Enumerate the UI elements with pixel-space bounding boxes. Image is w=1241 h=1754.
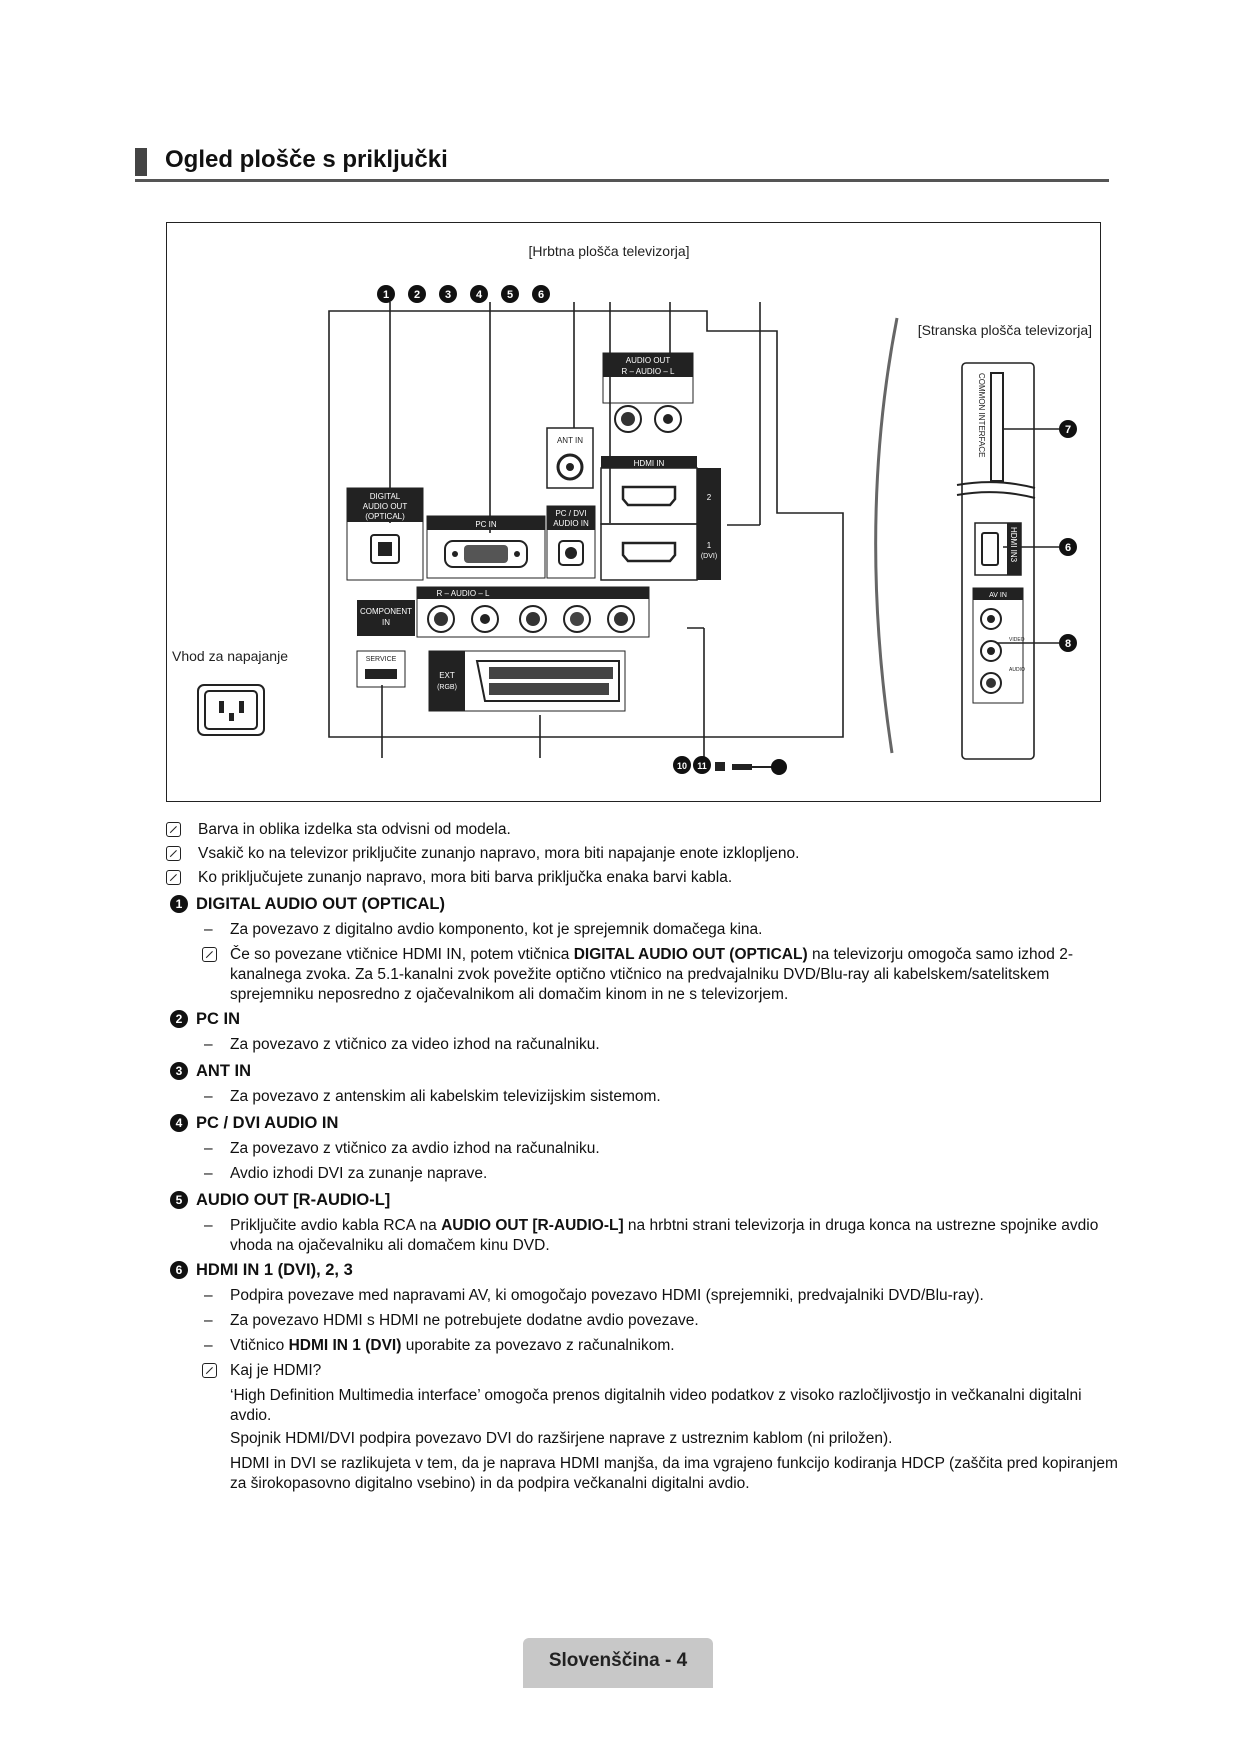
side-panel-outline	[961, 362, 1035, 760]
svg-text:(DVI): (DVI)	[701, 553, 717, 560]
rear-panel-caption: [Hrbtna plošča televizorja]	[528, 243, 689, 259]
svg-text:10: 10	[677, 761, 687, 771]
digital-audio-out-port: DIGITAL AUDIO OUT (OPTICAL)	[346, 487, 424, 581]
sub-note-item: Če so povezane vtičnice HDMI IN, potem v…	[160, 945, 1120, 1005]
svg-text:8: 8	[1065, 638, 1071, 650]
svg-text:VIDEO: VIDEO	[1009, 637, 1025, 643]
svg-text:AV IN: AV IN	[989, 592, 1007, 599]
paragraph: ‘High Definition Multimedia interface’ o…	[230, 1387, 1082, 1424]
pc-dvi-audio-in-port: PC / DVI AUDIO IN	[546, 505, 596, 579]
ext-rgb-scart-port: EXT (RGB)	[428, 650, 626, 712]
paragraph: Spojnik HDMI/DVI podpira povezavo DVI do…	[230, 1430, 893, 1447]
number-badge: 6	[170, 1261, 188, 1279]
section-heading-hdmi-in: 6 HDMI IN 1 (DVI), 2, 3	[160, 1260, 1120, 1282]
rear-panel-outline	[328, 310, 844, 738]
note-icon	[202, 947, 217, 962]
dash-item: –Podpira povezave med napravami AV, ki o…	[204, 1287, 984, 1304]
side-panel-caption: [Stranska plošča televizorja]	[918, 322, 1092, 338]
section-heading-digital-audio-out: 1 DIGITAL AUDIO OUT (OPTICAL)	[160, 894, 1120, 916]
dash-item: –Vtičnico HDMI IN 1 (DVI) uporabite za p…	[204, 1337, 675, 1354]
connection-panel-diagram: 1 2 3 4 5 6 [Hrbtna plošča televizorja] …	[166, 222, 1101, 802]
note-item: Ko priključujete zunanjo napravo, mora b…	[160, 868, 1120, 890]
panel-illustration: 1 2 3 4 5 6 [Hrbtna plošča televizorja] …	[172, 243, 1092, 775]
page-footer: Slovenščina - 4	[523, 1638, 713, 1688]
svg-text:R – AUDIO – L: R – AUDIO – L	[437, 589, 490, 598]
hdmi-in-ports: HDMI IN 2 1 (DVI)	[600, 456, 721, 581]
note-item: Barva in oblika izdelka sta odvisni od m…	[160, 820, 1120, 842]
note-item: Vsakič ko na televizor priključite zunan…	[160, 844, 1120, 866]
title-rule	[135, 179, 1109, 182]
notes-section: Barva in oblika izdelka sta odvisni od m…	[160, 820, 1120, 1497]
power-input-caption: Vhod za napajanje	[172, 648, 288, 664]
dash-item: –Priključite avdio kabla RCA na AUDIO OU…	[204, 1217, 1099, 1254]
dash-item: –Za povezavo HDMI s HDMI ne potrebujete …	[204, 1312, 699, 1329]
bottom-number-badges: 10 11	[673, 756, 787, 775]
svg-text:1: 1	[707, 541, 712, 550]
svg-text:EXT: EXT	[439, 671, 455, 680]
svg-text:6: 6	[1065, 542, 1071, 554]
number-badge: 4	[170, 1114, 188, 1132]
svg-text:4: 4	[476, 289, 483, 301]
svg-text:1: 1	[383, 289, 389, 301]
svg-text:6: 6	[538, 289, 544, 301]
svg-text:ANT IN: ANT IN	[557, 436, 583, 445]
svg-text:SERVICE: SERVICE	[366, 656, 397, 663]
number-badge: 5	[170, 1191, 188, 1209]
number-badge: 2	[170, 1010, 188, 1028]
svg-text:AUDIO IN: AUDIO IN	[553, 519, 589, 528]
side-number-badges: 7 6 8	[1059, 420, 1077, 652]
svg-text:7: 7	[1065, 424, 1071, 436]
note-icon	[166, 870, 181, 885]
svg-text:HDMI IN: HDMI IN	[634, 459, 665, 468]
panel-curve	[874, 317, 899, 754]
svg-text:3: 3	[445, 289, 451, 301]
common-interface-slot: COMMON INTERFACE	[956, 372, 1036, 499]
number-badge: 1	[170, 895, 188, 913]
svg-text:HDMI IN3: HDMI IN3	[1009, 527, 1018, 563]
note-icon	[166, 846, 181, 861]
paragraph: HDMI in DVI se razlikujeta v tem, da je …	[230, 1455, 1118, 1492]
svg-text:AUDIO OUT: AUDIO OUT	[363, 502, 408, 511]
service-port: SERVICE	[356, 650, 406, 688]
pc-in-port: PC IN	[426, 515, 546, 579]
av-in-ports: AV IN VIDEO AUDIO	[972, 587, 1025, 704]
section-heading-pc-dvi-audio-in: 4 PC / DVI AUDIO IN	[160, 1113, 1120, 1135]
svg-text:COMMON INTERFACE: COMMON INTERFACE	[977, 373, 986, 457]
svg-text:PC / DVI: PC / DVI	[555, 509, 586, 518]
dash-item: –Za povezavo z digitalno avdio komponent…	[204, 921, 763, 938]
component-in-port: COMPONENT IN R – AUDIO – L	[357, 586, 650, 638]
svg-text:5: 5	[507, 289, 513, 301]
hdmi-in3-port: HDMI IN3	[974, 522, 1022, 576]
svg-text:AUDIO OUT: AUDIO OUT	[626, 356, 671, 365]
number-badge: 3	[170, 1062, 188, 1080]
svg-text:(RGB): (RGB)	[437, 684, 457, 691]
sub-note-item: Kaj je HDMI?	[160, 1361, 1120, 1383]
svg-text:COMPONENT: COMPONENT	[360, 607, 412, 616]
svg-text:2: 2	[414, 289, 420, 301]
power-connector-icon	[197, 684, 265, 736]
svg-text:PC IN: PC IN	[475, 520, 497, 529]
dash-item: –Za povezavo z vtičnico za avdio izhod n…	[204, 1140, 600, 1157]
section-heading-pc-in: 2 PC IN	[160, 1009, 1120, 1031]
top-number-badges: 1 2 3 4 5 6	[377, 285, 550, 303]
dash-item: –Avdio izhodi DVI za zunanje naprave.	[204, 1165, 488, 1182]
svg-text:IN: IN	[382, 618, 390, 627]
ant-in-port: ANT IN	[546, 427, 594, 489]
note-icon	[202, 1363, 217, 1378]
svg-text:DIGITAL: DIGITAL	[370, 492, 401, 501]
page-title: Ogled plošče s priključki	[165, 146, 448, 173]
dash-item: –Za povezavo z vtičnico za video izhod n…	[204, 1036, 600, 1053]
svg-text:R – AUDIO – L: R – AUDIO – L	[622, 367, 675, 376]
svg-text:AUDIO: AUDIO	[1009, 667, 1025, 673]
dash-item: –Za povezavo z antenskim ali kabelskim t…	[204, 1088, 661, 1105]
svg-text:(OPTICAL): (OPTICAL)	[365, 512, 405, 521]
section-heading-ant-in: 3 ANT IN	[160, 1061, 1120, 1083]
note-icon	[166, 822, 181, 837]
section-header: Ogled plošče s priključki	[135, 146, 1109, 182]
svg-text:2: 2	[707, 493, 712, 502]
title-marker	[135, 148, 147, 176]
svg-text:11: 11	[697, 761, 707, 771]
section-heading-audio-out: 5 AUDIO OUT [R-AUDIO-L]	[160, 1190, 1120, 1212]
audio-out-port: AUDIO OUT R – AUDIO – L	[602, 352, 694, 433]
